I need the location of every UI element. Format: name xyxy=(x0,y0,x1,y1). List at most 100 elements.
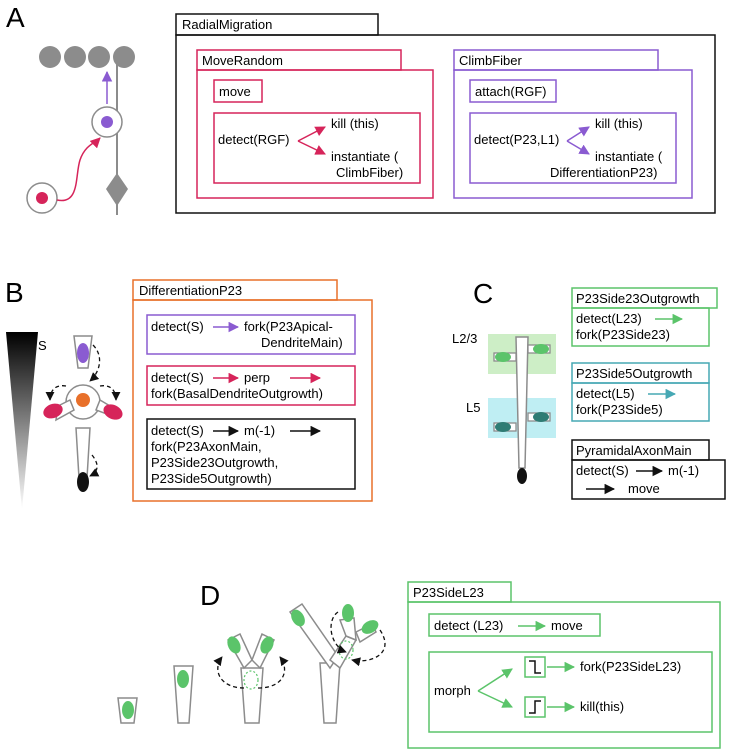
radial-glia-soma-diamond xyxy=(106,173,128,206)
stage1-tip xyxy=(122,701,134,719)
step-down-icon xyxy=(529,660,541,674)
stage4-side-tip xyxy=(361,620,379,634)
panel-c: C L2/3 L5 P23Side23Outgrowth detect(L23)… xyxy=(452,278,726,500)
climb-fiber-kill: kill (this) xyxy=(595,116,643,131)
side-l23-kill: kill(this) xyxy=(580,699,624,714)
move-random-detect: detect(RGF) xyxy=(218,132,290,147)
right-basal-tip-pink xyxy=(103,404,123,420)
migrating-cell-pink xyxy=(36,192,48,204)
side23-outgrowth-line2: fork(P23Side23) xyxy=(576,327,670,342)
rule-basal-detect: detect(S) xyxy=(151,370,204,385)
climb-fiber-instantiate-line1: instantiate ( xyxy=(595,149,663,164)
stage4-top-tip xyxy=(342,604,354,622)
axon-tip-black-c xyxy=(517,468,527,484)
rule-axon-middle: m(-1) xyxy=(244,423,275,438)
stage2-tip xyxy=(177,670,189,688)
side23-outgrowth-line1: detect(L23) xyxy=(576,311,642,326)
panel-d-letter: D xyxy=(200,580,220,611)
side23-left-tip xyxy=(495,352,511,362)
climb-fiber-detect: detect(P23,L1) xyxy=(474,132,559,147)
side5-outgrowth-line2: fork(P23Side5) xyxy=(576,402,663,417)
move-action-label: move xyxy=(219,84,251,99)
rule-axon-box xyxy=(146,418,356,490)
climb-fiber-title: ClimbFiber xyxy=(459,53,523,68)
axon-tip-black xyxy=(77,472,89,492)
stage4-shaft xyxy=(319,662,341,724)
climb-fiber-box: ClimbFiber attach(RGF) detect(P23,L1) ki… xyxy=(453,49,693,199)
pyramidal-axon-middle: m(-1) xyxy=(668,463,699,478)
stage4-left-tip xyxy=(291,609,305,627)
rule-axon-detect: detect(S) xyxy=(151,423,204,438)
move-random-rule-box xyxy=(213,112,421,184)
side-l23-morph: morph xyxy=(434,683,471,698)
pyramidal-shaft xyxy=(515,336,529,469)
side5-outgrowth-box: P23Side5Outgrowth detect(L5) fork(P23Sid… xyxy=(571,362,710,422)
side-l23-fork: fork(P23SideL23) xyxy=(580,659,681,674)
attach-action-box xyxy=(469,79,557,103)
radial-migration-frame xyxy=(175,34,716,214)
stage3-ghost-tip xyxy=(243,670,259,690)
side-l23-action: move xyxy=(551,618,583,633)
panel-b: B S DifferentiationP23 detect(S) xyxy=(5,277,373,510)
move-random-arrow-instantiate xyxy=(297,140,326,155)
climb-fiber-frame xyxy=(453,69,693,199)
rule-apical-line2: DendriteMain) xyxy=(261,335,343,350)
left-basal-tip-pink xyxy=(43,403,63,419)
panel-c-letter: C xyxy=(473,278,493,309)
right-basal-move-arrow xyxy=(99,385,121,401)
side23-outgrowth-frame xyxy=(571,307,710,347)
morph-arrow-up xyxy=(477,668,513,692)
move-random-instantiate-line1: instantiate ( xyxy=(331,149,399,164)
gray-cell-1 xyxy=(39,46,61,68)
panel-b-neuron xyxy=(43,335,123,492)
panel-a-letter: A xyxy=(6,2,25,33)
differentiation-frame xyxy=(132,299,373,502)
gradient-label: S xyxy=(38,338,47,353)
gray-cell-2 xyxy=(64,46,86,68)
rule-apical-detect: detect(S) xyxy=(151,319,204,334)
panel-a-illustration xyxy=(26,46,135,215)
rule-apical-box xyxy=(146,314,356,355)
climb-fiber-instantiate-line2: DifferentiationP23) xyxy=(550,165,657,180)
side23-outgrowth-title: P23Side23Outgrowth xyxy=(576,291,700,306)
rule-axon-line3: P23Side23Outgrowth, xyxy=(151,455,278,470)
rule-apical-line1: fork(P23Apical- xyxy=(244,319,333,334)
side5-outgrowth-line1: detect(L5) xyxy=(576,386,635,401)
left-basal-move-arrow xyxy=(45,385,67,401)
side23-right-tip xyxy=(533,344,549,354)
side-l23-morph-box xyxy=(428,651,713,733)
layer-23-label: L2/3 xyxy=(452,331,477,346)
panel-b-letter: B xyxy=(5,277,24,308)
move-random-arrow-kill xyxy=(297,126,326,142)
rule-axon-line2: fork(P23AxonMain, xyxy=(151,439,262,454)
differentiation-box: DifferentiationP23 detect(S) fork(P23Api… xyxy=(132,279,373,502)
rule-basal-box xyxy=(146,365,356,406)
side-l23-frame xyxy=(407,601,721,749)
move-random-title: MoveRandom xyxy=(202,53,283,68)
rule-basal-line2: fork(BasalDendriteOutgrowth) xyxy=(151,386,323,401)
pyramidal-axon-frame xyxy=(571,459,726,500)
layer-5-label: L5 xyxy=(466,400,480,415)
random-walk-arrow xyxy=(56,137,101,202)
side5-right-tip xyxy=(533,412,549,422)
gray-cell-3 xyxy=(88,46,110,68)
climb-fiber-arrow-kill xyxy=(566,126,590,142)
stage3-right-tip xyxy=(260,636,274,654)
side5-outgrowth-title: P23Side5Outgrowth xyxy=(576,366,692,381)
radial-migration-title: RadialMigration xyxy=(182,17,272,32)
pyramidal-axon-line1: detect(S) xyxy=(576,463,629,478)
differentiation-title: DifferentiationP23 xyxy=(139,283,242,298)
rule-basal-middle: perp xyxy=(244,370,270,385)
panel-a: A RadialMigration MoveRandom xyxy=(6,2,716,215)
side5-left-tip xyxy=(495,422,511,432)
rule-axon-line4: P23Side5Outgrowth) xyxy=(151,471,272,486)
climb-fiber-rule-box xyxy=(469,112,677,184)
side23-outgrowth-box: P23Side23Outgrowth detect(L23) fork(P23S… xyxy=(571,287,718,347)
side5-outgrowth-frame xyxy=(571,382,710,422)
growth-stage-3 xyxy=(213,632,289,724)
attach-action-label: attach(RGF) xyxy=(475,84,547,99)
move-random-instantiate-line2: ClimbFiber) xyxy=(336,165,403,180)
climbing-cell-purple xyxy=(101,116,113,128)
morph-arrow-down xyxy=(477,690,513,708)
